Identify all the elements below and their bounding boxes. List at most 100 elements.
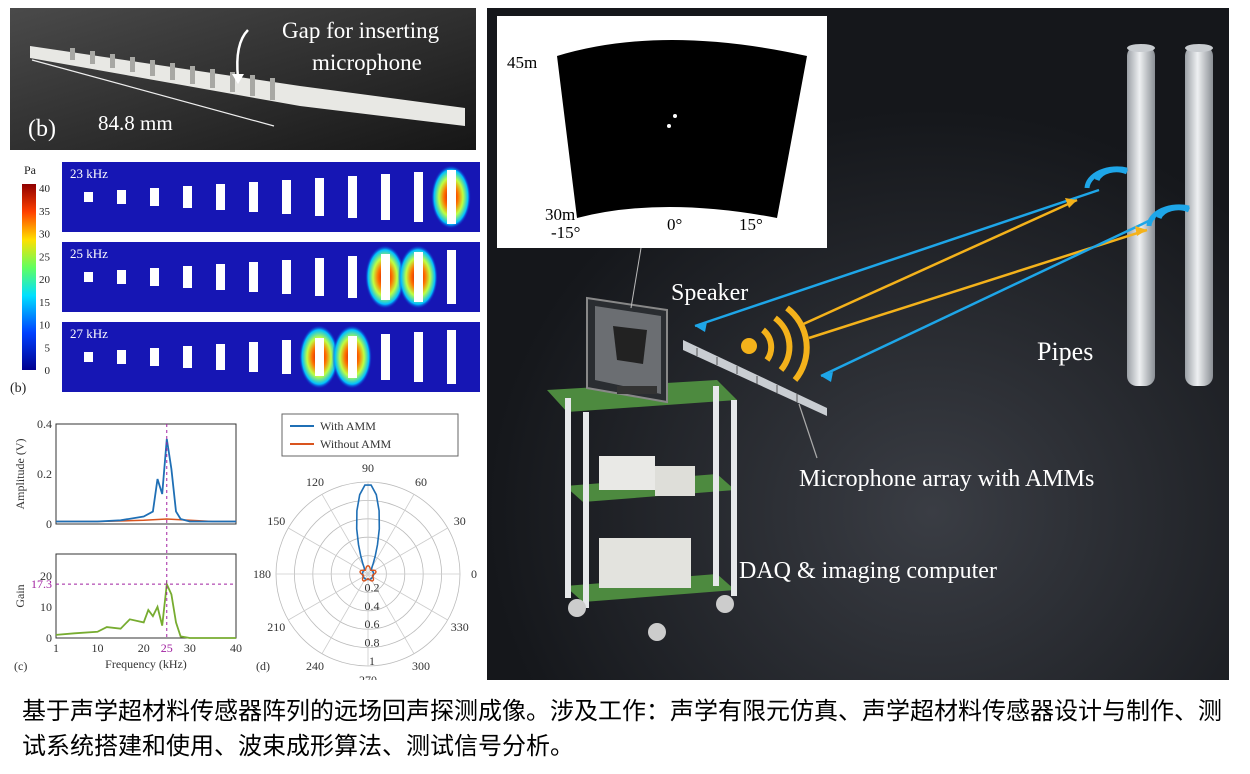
y-top-tick: 0.4 <box>37 417 52 431</box>
chart-c-label: (c) <box>14 659 27 673</box>
colorbar-tick: 10 <box>39 320 51 332</box>
x-tick: 1 <box>53 641 59 655</box>
fem-slot <box>216 264 225 290</box>
fem-slot <box>414 332 423 382</box>
gap-label-1: Gap for inserting <box>282 18 440 43</box>
gain-axes <box>55 553 237 639</box>
x-tick: 10 <box>92 641 104 655</box>
speaker-icon <box>741 338 757 354</box>
polar-angle-tick: 180 <box>253 567 271 581</box>
series-with-amm <box>56 438 236 523</box>
fem-slot <box>183 186 192 208</box>
fem-panel <box>62 322 480 392</box>
x-axis-label: Frequency (kHz) <box>105 657 187 671</box>
polar-angle-tick: 270 <box>359 673 377 680</box>
fem-slot <box>348 176 357 218</box>
colorbar-tick: 5 <box>45 342 51 354</box>
fem-slot <box>447 170 456 224</box>
polar-radius-tick: 1 <box>369 654 375 668</box>
y-top-tick: 0 <box>46 517 52 531</box>
fem-slot <box>84 272 93 282</box>
polar-spoke <box>321 494 369 575</box>
fem-slot <box>84 352 93 362</box>
y-bottom-tick: 17.3 <box>31 577 52 591</box>
polar-angle-tick: 60 <box>415 475 427 489</box>
sound-rays <box>694 188 1156 378</box>
colorbar-tick: 20 <box>39 274 51 286</box>
fem-slot <box>282 260 291 294</box>
polar-angle-tick: 240 <box>306 659 324 673</box>
legend-entry: With AMM <box>320 419 376 433</box>
legend-entry: Without AMM <box>320 437 392 451</box>
photo-label: (b) <box>28 116 56 142</box>
fem-slot <box>315 338 324 376</box>
chart-d-label: (d) <box>256 659 270 673</box>
fem-slot <box>117 190 126 204</box>
polar-spoke <box>367 494 415 575</box>
fem-slot <box>282 340 291 374</box>
inset-angle-right: 15° <box>739 215 763 234</box>
polar-radius-tick: 0.4 <box>365 599 380 613</box>
colorbar-tick: 15 <box>39 297 51 309</box>
polar-angle-tick: 300 <box>412 659 430 673</box>
polar-angle-tick: 210 <box>267 620 285 634</box>
fem-panel-freq: 25 kHz <box>70 246 108 261</box>
polar-spoke <box>367 573 448 621</box>
fem-panel-freq: 23 kHz <box>70 166 108 181</box>
polar-without-amm <box>359 564 377 582</box>
amplitude-axes <box>55 423 237 525</box>
inset-range-bottom: 30m <box>545 205 575 224</box>
fem-slot <box>249 342 258 372</box>
imaging-result <box>557 40 807 218</box>
speaker-label: Speaker <box>671 280 748 306</box>
fem-slot <box>348 256 357 298</box>
colorbar-unit: Pa <box>24 163 37 177</box>
sensor-photo-svg: (b) 84.8 mm Gap for inserting microphone <box>10 8 476 150</box>
pipe-left <box>1127 46 1155 386</box>
fem-slot <box>150 348 159 366</box>
colorbar-tick: 30 <box>39 229 51 241</box>
cart: DAQ & imaging computer <box>547 296 997 641</box>
x-tick: 30 <box>184 641 196 655</box>
figure-caption: 基于声学超材料传感器阵列的远场回声探测成像。涉及工作：声学有限元仿真、声学超材料… <box>22 697 1222 760</box>
gap-label-2: microphone <box>312 50 422 75</box>
y-bottom-tick: 20 <box>40 569 52 583</box>
imaging-inset: 45m 30m -15° 0° 15° <box>497 16 827 309</box>
sensor-photo: (b) 84.8 mm Gap for inserting microphone <box>10 8 476 150</box>
x-tick: 40 <box>230 641 242 655</box>
inset-range-top: 45m <box>507 53 537 72</box>
fem-slot <box>249 262 258 292</box>
fem-slot <box>414 172 423 222</box>
polar-angle-tick: 90 <box>362 461 374 475</box>
fem-slot <box>216 184 225 210</box>
gap-arrowhead <box>232 74 244 84</box>
fem-slot <box>84 192 93 202</box>
fem-panel <box>62 162 480 232</box>
polar-angle-tick: 150 <box>267 514 285 528</box>
fem-slot <box>150 268 159 286</box>
fem-label: (b) <box>10 381 27 396</box>
fem-panels: 23 kHz 25 kHz 27 kHz <box>62 162 480 392</box>
pipe-right <box>1185 46 1213 386</box>
polar-spoke <box>288 573 369 621</box>
polar-spoke <box>367 573 415 654</box>
y-bottom-tick: 0 <box>46 631 52 645</box>
fem-panel-freq: 27 kHz <box>70 326 108 341</box>
series-gain <box>55 580 236 639</box>
colorbar-tick: 40 <box>39 183 51 195</box>
polar-radius-tick: 0.6 <box>365 617 380 631</box>
y-bottom-tick: 10 <box>40 600 52 614</box>
fem-slot <box>381 334 390 380</box>
polar-radius-tick: 0.8 <box>365 636 380 650</box>
inset-angle-left: -15° <box>551 223 580 242</box>
polar-angle-tick: 0 <box>471 567 477 581</box>
fem-slot <box>348 336 357 378</box>
fem-slot <box>150 188 159 206</box>
fem-slot <box>117 270 126 284</box>
